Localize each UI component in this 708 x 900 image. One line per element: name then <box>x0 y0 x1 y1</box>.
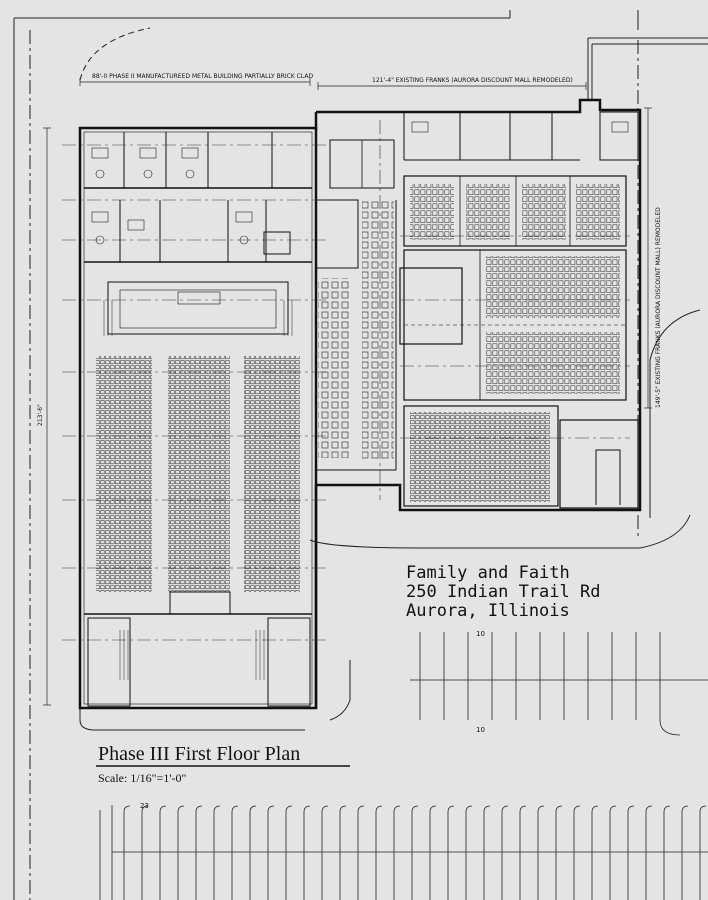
address-line-2: 250 Indian Trail Rd <box>406 582 600 602</box>
parking-stall-line <box>231 805 239 900</box>
parking-stall-line <box>609 805 617 900</box>
parking-stall-line <box>393 805 401 900</box>
parking-stall-line <box>699 805 707 900</box>
parking-stall-line <box>123 805 131 900</box>
parking-stall-line <box>663 805 671 900</box>
parking-stall-line <box>321 805 329 900</box>
existing-franks-top-label: 121'-4" EXISTING FRANKS (AURORA DISCOUNT… <box>372 77 573 84</box>
parking-stall-line <box>213 805 221 900</box>
address-line-1: Family and Faith <box>406 563 570 583</box>
phase2-building-label: 88'-0 PHASE II MANUFACTUREED METAL BUILD… <box>92 73 313 80</box>
parking-stall-line <box>447 805 455 900</box>
dimension-lines <box>43 78 652 706</box>
parking-count-lower: 23 <box>140 802 149 810</box>
parking-stall-line <box>339 805 347 900</box>
parking-count-middle: 10 <box>476 726 485 734</box>
parking-stall-line <box>681 805 689 900</box>
overall-depth-label: 213'-6" <box>37 404 44 426</box>
parking-stall-line <box>285 805 293 900</box>
existing-franks-side-label: 149'-5" EXISTING FRANKS (AURORA DISCOUNT… <box>655 207 662 408</box>
parking-count-upper: 10 <box>476 630 485 638</box>
parking-stall-line <box>483 805 491 900</box>
parking-stall-line <box>177 805 185 900</box>
parking-stall-line <box>411 805 419 900</box>
parking-stall-line <box>627 805 635 900</box>
parking-stall-line <box>429 805 437 900</box>
building-walls <box>78 98 642 710</box>
parking-stall-line <box>357 805 365 900</box>
parking-stall-line <box>519 805 527 900</box>
parking-stall-line <box>195 805 203 900</box>
cafe-tables <box>318 200 394 460</box>
parking-stall-line <box>267 805 275 900</box>
parking-stall-line <box>537 805 545 900</box>
classroom-chairs <box>410 184 620 502</box>
address-line-3: Aurora, Illinois <box>406 601 570 621</box>
plan-title: Phase III First Floor Plan <box>98 743 300 765</box>
parking-stall-line <box>645 805 653 900</box>
parking-stall-line <box>465 805 473 900</box>
parking-stall-line <box>501 805 509 900</box>
parking-stall-line <box>249 805 257 900</box>
parking-stall-line <box>159 805 167 900</box>
parking-stall-line <box>303 805 311 900</box>
parking-lot <box>99 632 708 900</box>
parking-stalls-lower <box>123 805 707 900</box>
parking-stall-line <box>555 805 563 900</box>
sanctuary-seating <box>96 356 300 592</box>
parking-stall-line <box>573 805 581 900</box>
plan-scale: Scale: 1/16"=1'-0" <box>98 771 186 785</box>
office-furniture <box>91 121 629 245</box>
parking-stall-line <box>375 805 383 900</box>
parking-stall-line <box>591 805 599 900</box>
stairs <box>103 300 293 680</box>
parking-stall-line <box>141 805 149 900</box>
